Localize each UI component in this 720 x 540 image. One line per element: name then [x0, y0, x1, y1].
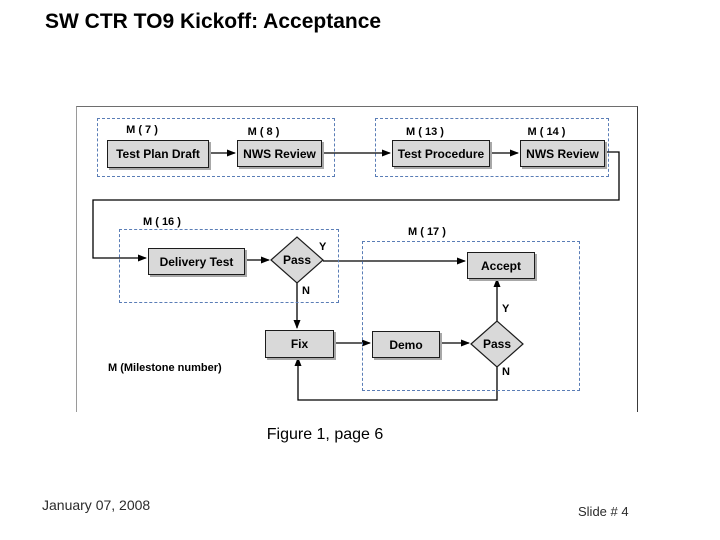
slide-title: SW CTR TO9 Kickoff: Acceptance	[45, 10, 382, 33]
branch-label-pass1-yes: Y	[319, 241, 327, 253]
branch-label-pass2-yes: Y	[502, 303, 510, 315]
milestone-group-m13-m14	[375, 118, 609, 177]
milestone-legend: M (Milestone number)	[108, 362, 222, 374]
branch-label-pass1-no: N	[302, 285, 310, 297]
footer-date: January 07, 2008	[42, 497, 151, 513]
node-delivery-test: Delivery Test	[148, 248, 245, 275]
milestone-group-m7-m8	[97, 118, 335, 177]
milestone-group-m16	[119, 229, 339, 303]
milestone-label-m7: M ( 7 )	[126, 124, 158, 136]
node-test-plan-draft: Test Plan Draft	[107, 140, 209, 168]
milestone-label-m16: M ( 16 )	[143, 216, 181, 228]
node-fix: Fix	[265, 330, 334, 358]
milestone-label-m13: M ( 13 )	[406, 126, 444, 138]
node-nws-review-2: NWS Review	[520, 140, 605, 167]
footer-slide-number: Slide # 4	[578, 504, 629, 519]
milestone-label-m14: M ( 14 )	[527, 126, 566, 138]
node-nws-review-1: NWS Review	[237, 140, 322, 167]
milestone-label-m17: M ( 17 )	[408, 226, 446, 238]
milestone-label-m8: M ( 8 )	[247, 126, 280, 138]
node-accept: Accept	[467, 252, 535, 279]
node-test-procedure: Test Procedure	[392, 140, 490, 167]
milestone-group-m17	[362, 241, 580, 391]
figure-caption: Figure 1, page 6	[266, 426, 384, 443]
node-demo: Demo	[372, 331, 440, 358]
branch-label-pass2-no: N	[502, 366, 510, 378]
node-pass-1-label: Pass	[282, 253, 312, 267]
node-pass-2-label: Pass	[482, 337, 512, 351]
